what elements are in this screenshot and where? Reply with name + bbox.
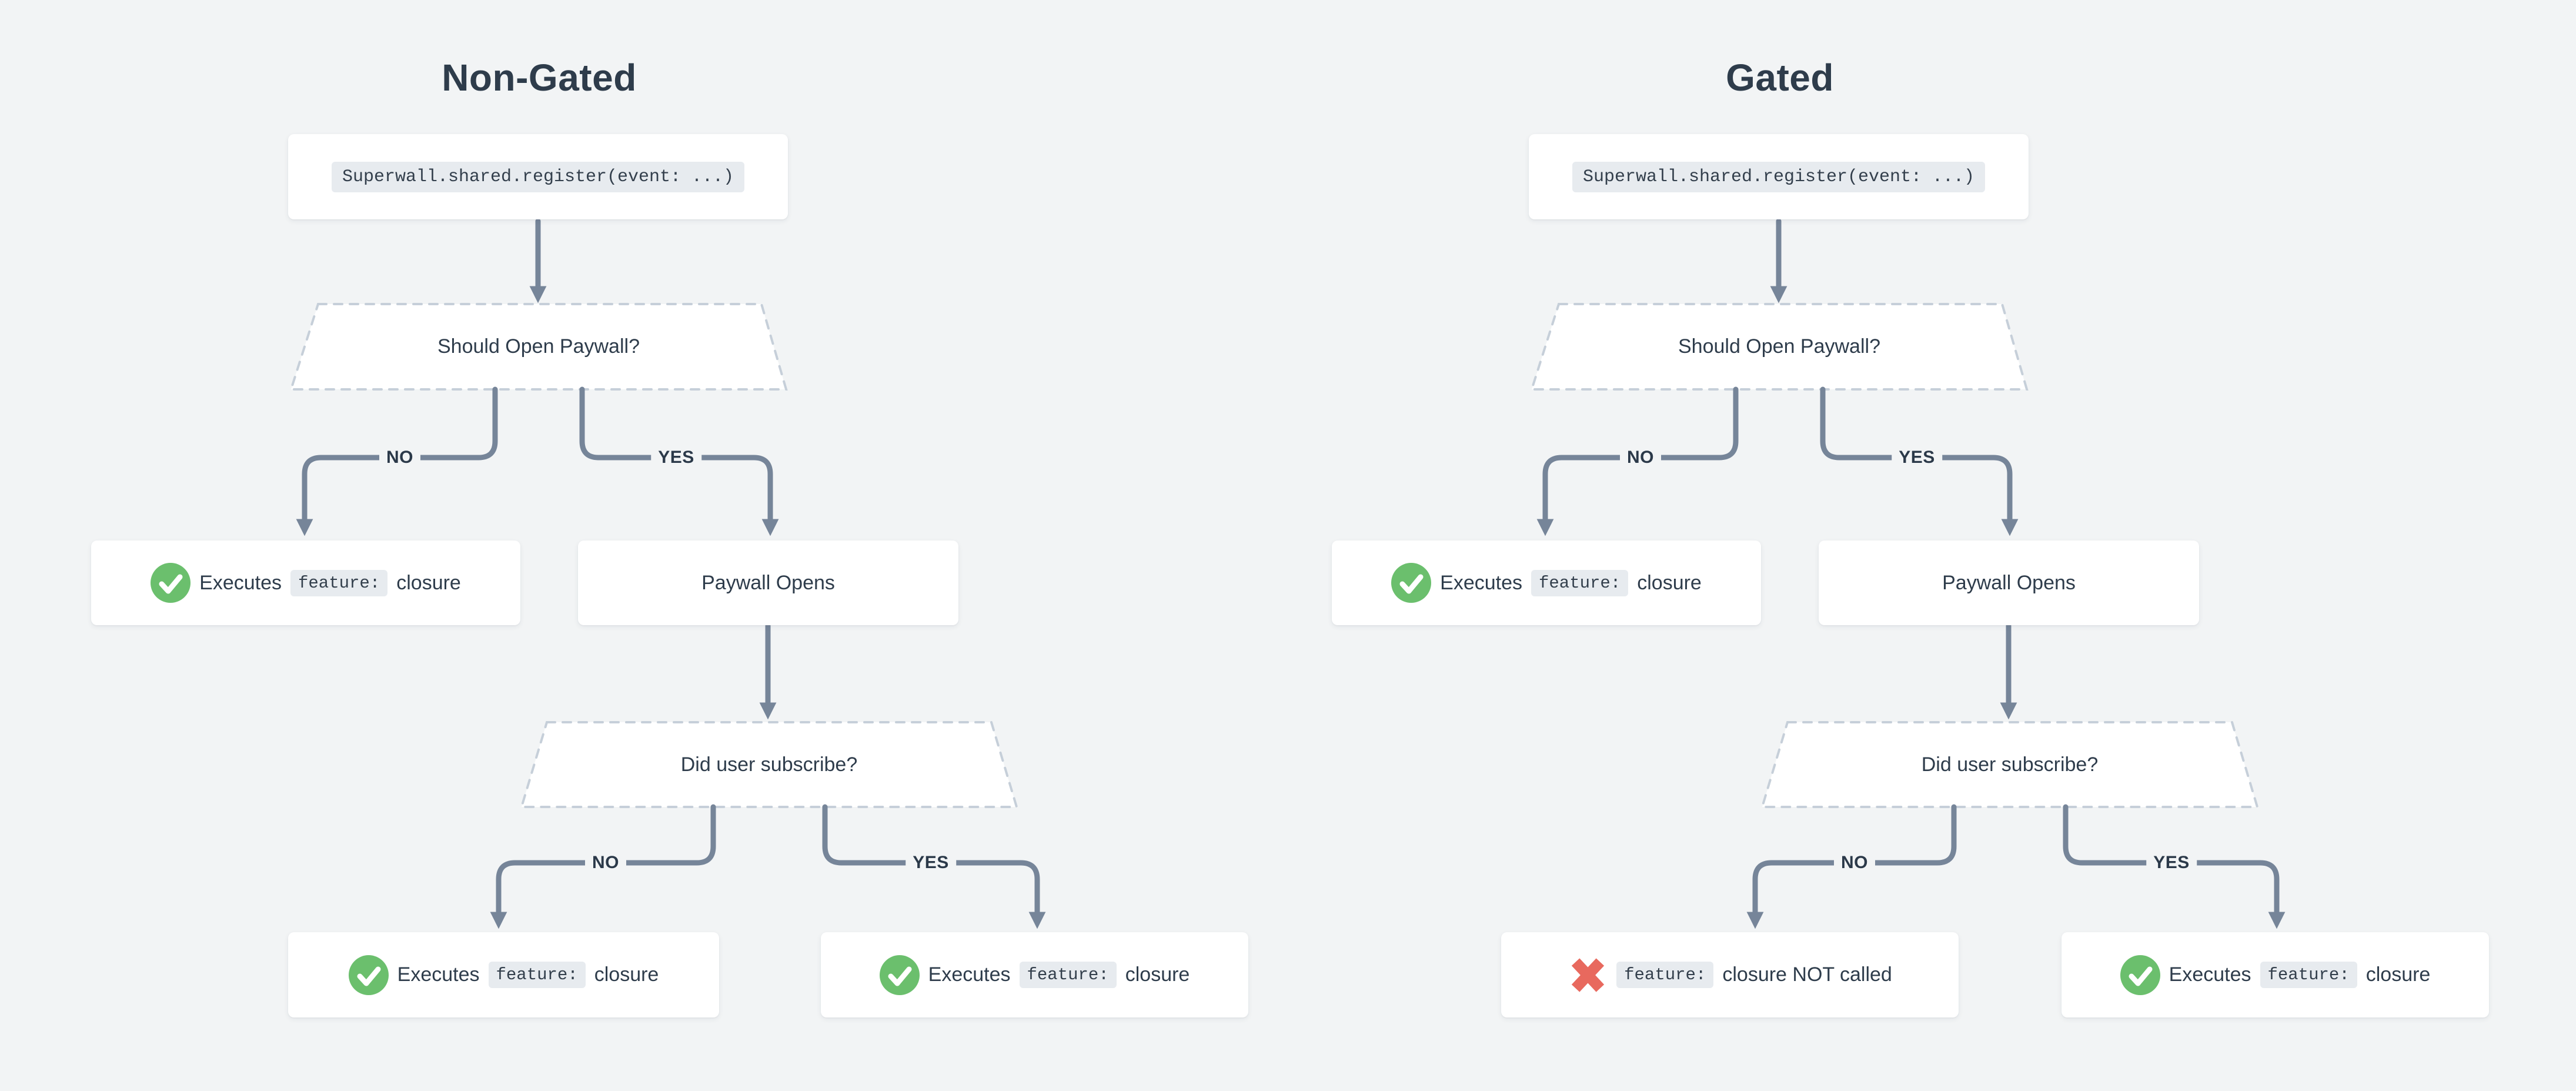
check-circle-icon	[1391, 563, 1432, 603]
outcome-text: Executes	[928, 963, 1011, 986]
decision-did-user-subscribe-shape	[520, 721, 1018, 808]
outcome-text: closure	[396, 571, 461, 594]
outcome-text: closure	[1125, 963, 1190, 986]
outcome-text: closure NOT called	[1722, 963, 1892, 986]
edge-label-yes: YES	[651, 445, 701, 470]
edge-label-yes: YES	[2146, 850, 2197, 875]
decision-should-open-paywall: Should Open Paywall?	[437, 335, 640, 358]
feature-chip: feature:	[1019, 962, 1117, 988]
edge-label-yes: YES	[1892, 445, 1942, 470]
edge-label-no: NO	[379, 445, 420, 470]
edge-label-no: NO	[1834, 850, 1875, 875]
paywall-opens-node: Paywall Opens	[1819, 541, 2199, 625]
outcome-text: Executes	[199, 571, 282, 594]
check-circle-icon	[879, 955, 920, 995]
outcome-text: closure	[1637, 571, 1702, 594]
outcome-text: closure	[594, 963, 659, 986]
edge-label-no: NO	[1620, 445, 1661, 470]
outcome-executes-feature: Executes feature: closure	[1332, 541, 1761, 625]
diagram-title-non-gated: Non-Gated	[442, 56, 637, 99]
node-label: Paywall Opens	[701, 571, 835, 594]
edge-label-yes: YES	[906, 850, 956, 875]
feature-chip: feature:	[2260, 962, 2357, 988]
code-snippet: Superwall.shared.register(event: ...)	[1572, 161, 1986, 192]
check-circle-icon	[151, 563, 191, 603]
paywall-opens-node: Paywall Opens	[578, 541, 958, 625]
code-snippet: Superwall.shared.register(event: ...)	[331, 161, 745, 192]
check-circle-icon	[348, 955, 389, 995]
feature-chip: feature:	[1531, 569, 1629, 596]
outcome-feature-not-called: feature: closure NOT called	[1501, 932, 1959, 1017]
outcome-executes-feature: Executes feature: closure	[2062, 932, 2489, 1017]
decision-should-open-paywall-shape	[1530, 303, 2029, 391]
decision-should-open-paywall: Should Open Paywall?	[1678, 335, 1880, 358]
feature-chip: feature:	[1616, 962, 1714, 988]
outcome-executes-feature: Executes feature: closure	[91, 541, 520, 625]
decision-did-user-subscribe: Did user subscribe?	[1921, 753, 2099, 776]
register-code-node: Superwall.shared.register(event: ...)	[1529, 134, 2029, 219]
outcome-executes-feature: Executes feature: closure	[821, 932, 1248, 1017]
register-code-node: Superwall.shared.register(event: ...)	[288, 134, 788, 219]
feature-chip: feature:	[488, 962, 586, 988]
outcome-executes-feature: Executes feature: closure	[288, 932, 719, 1017]
diagram-title-gated: Gated	[1726, 56, 1834, 99]
cross-icon	[1568, 955, 1608, 995]
feature-chip: feature:	[290, 569, 388, 596]
node-label: Paywall Opens	[1942, 571, 2076, 594]
check-circle-icon	[2120, 955, 2160, 995]
decision-did-user-subscribe-shape	[1760, 721, 2259, 808]
outcome-text: Executes	[1440, 571, 1522, 594]
decision-did-user-subscribe: Did user subscribe?	[680, 753, 858, 776]
decision-should-open-paywall-shape	[289, 303, 788, 391]
edge-label-no: NO	[585, 850, 626, 875]
outcome-text: Executes	[397, 963, 480, 986]
outcome-text: closure	[2365, 963, 2431, 986]
outcome-text: Executes	[2169, 963, 2251, 986]
